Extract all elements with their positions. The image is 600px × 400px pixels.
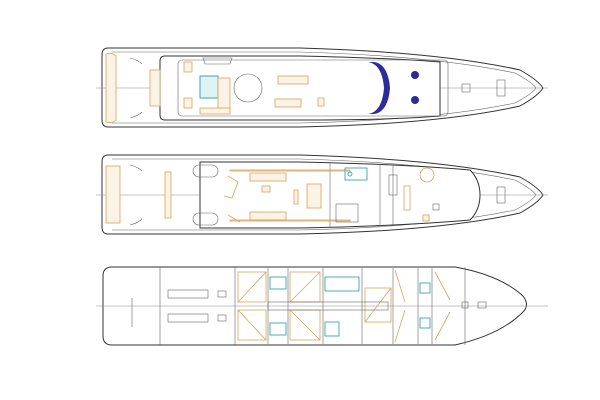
main-deck-interior (199, 161, 481, 229)
dining-table (277, 75, 309, 85)
main-deck-plan (96, 154, 548, 235)
wc (344, 167, 368, 181)
deck-hatch (411, 96, 419, 104)
upper-deck-plan (96, 47, 548, 128)
dining-table (306, 183, 322, 209)
lower-deck-plan (96, 266, 548, 346)
bathrooms (269, 276, 431, 337)
jacuzzi (199, 75, 219, 99)
deck-hatch (411, 71, 419, 79)
sunroof (368, 62, 390, 114)
